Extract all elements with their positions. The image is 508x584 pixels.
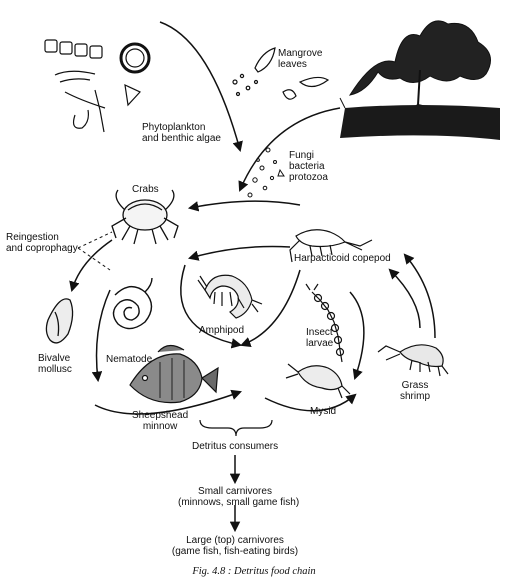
label-insect-line2: larvae: [306, 338, 334, 349]
label-small-carnivores-line1: Small carnivores: [198, 486, 272, 497]
label-sheepshead-line1: Sheepshead: [132, 410, 189, 421]
label-large-carnivores: Large (top) carnivores (game fish, fish-…: [168, 535, 302, 557]
mysid-icon: [285, 363, 351, 399]
mangrove-tree-icon: [339, 20, 500, 140]
label-grass-shrimp-line1: Grass: [401, 380, 429, 391]
label-reingestion-line2: and coprophagy: [6, 243, 78, 254]
label-bivalve-line1: Bivalve: [38, 353, 71, 364]
label-nematode: Nematode: [106, 354, 153, 365]
label-mangrove-line2: leaves: [278, 59, 307, 70]
phytoplankton-icon: [44, 39, 151, 133]
label-phytoplankton: Phytoplankton and benthic algae: [142, 122, 221, 144]
label-detritus-consumers: Detritus consumers: [192, 441, 279, 452]
label-amphipod: Amphipod: [199, 325, 245, 336]
label-crabs: Crabs: [132, 184, 159, 195]
label-sheepshead: Sheepshead minnow: [132, 410, 188, 432]
label-grass-shrimp-line2: shrimp: [400, 391, 431, 402]
mangrove-leaves-icon: [232, 47, 330, 100]
label-reingestion-line1: Reingestion: [6, 232, 59, 243]
amphipod-icon: [197, 274, 263, 319]
label-large-carnivores-line2: (game fish, fish-eating birds): [171, 546, 299, 557]
label-harpacticoid: Harpacticoid copepod: [294, 253, 391, 264]
fungi-bacteria-icon: [247, 147, 285, 198]
label-mangrove: Mangrove leaves: [278, 48, 322, 70]
grass-shrimp-icon: [377, 344, 449, 377]
detritus-brace: [199, 419, 273, 437]
label-phytoplankton-line1: Phytoplankton: [142, 122, 206, 133]
label-insect: Insect larvae: [306, 327, 333, 349]
label-fungi-line3: protozoa: [289, 172, 328, 183]
copepod-icon: [289, 229, 373, 263]
label-mangrove-line1: Mangrove: [278, 48, 323, 59]
label-bivalve-line2: mollusc: [38, 364, 72, 375]
label-fungi-line2: bacteria: [289, 161, 325, 172]
bivalve-icon: [45, 298, 74, 344]
crab-icon: [111, 189, 179, 245]
label-small-carnivores-line2: (minnows, small game fish): [178, 497, 300, 508]
insect-larva-icon: [305, 283, 345, 363]
reingestion-lines: [77, 231, 113, 271]
label-large-carnivores-line1: Large (top) carnivores: [186, 535, 284, 546]
label-insect-line1: Insect: [306, 327, 333, 338]
flow-arrows: [69, 21, 436, 533]
label-small-carnivores: Small carnivores (minnows, small game fi…: [178, 486, 300, 508]
label-fungi: Fungi bacteria protozoa: [289, 150, 328, 183]
nematode-icon: [112, 277, 153, 330]
label-sheepshead-line2: minnow: [142, 421, 178, 432]
label-bivalve: Bivalve mollusc: [38, 353, 72, 375]
label-phytoplankton-line2: and benthic algae: [142, 133, 221, 144]
label-grass-shrimp: Grass shrimp: [400, 380, 430, 402]
figure-caption: Fig. 4.8 : Detritus food chain: [192, 566, 316, 577]
label-reingestion: Reingestion and coprophagy: [6, 232, 78, 254]
label-mysid: Mysid: [310, 406, 337, 417]
label-fungi-line1: Fungi: [289, 150, 315, 161]
minnow-icon: [129, 344, 219, 404]
